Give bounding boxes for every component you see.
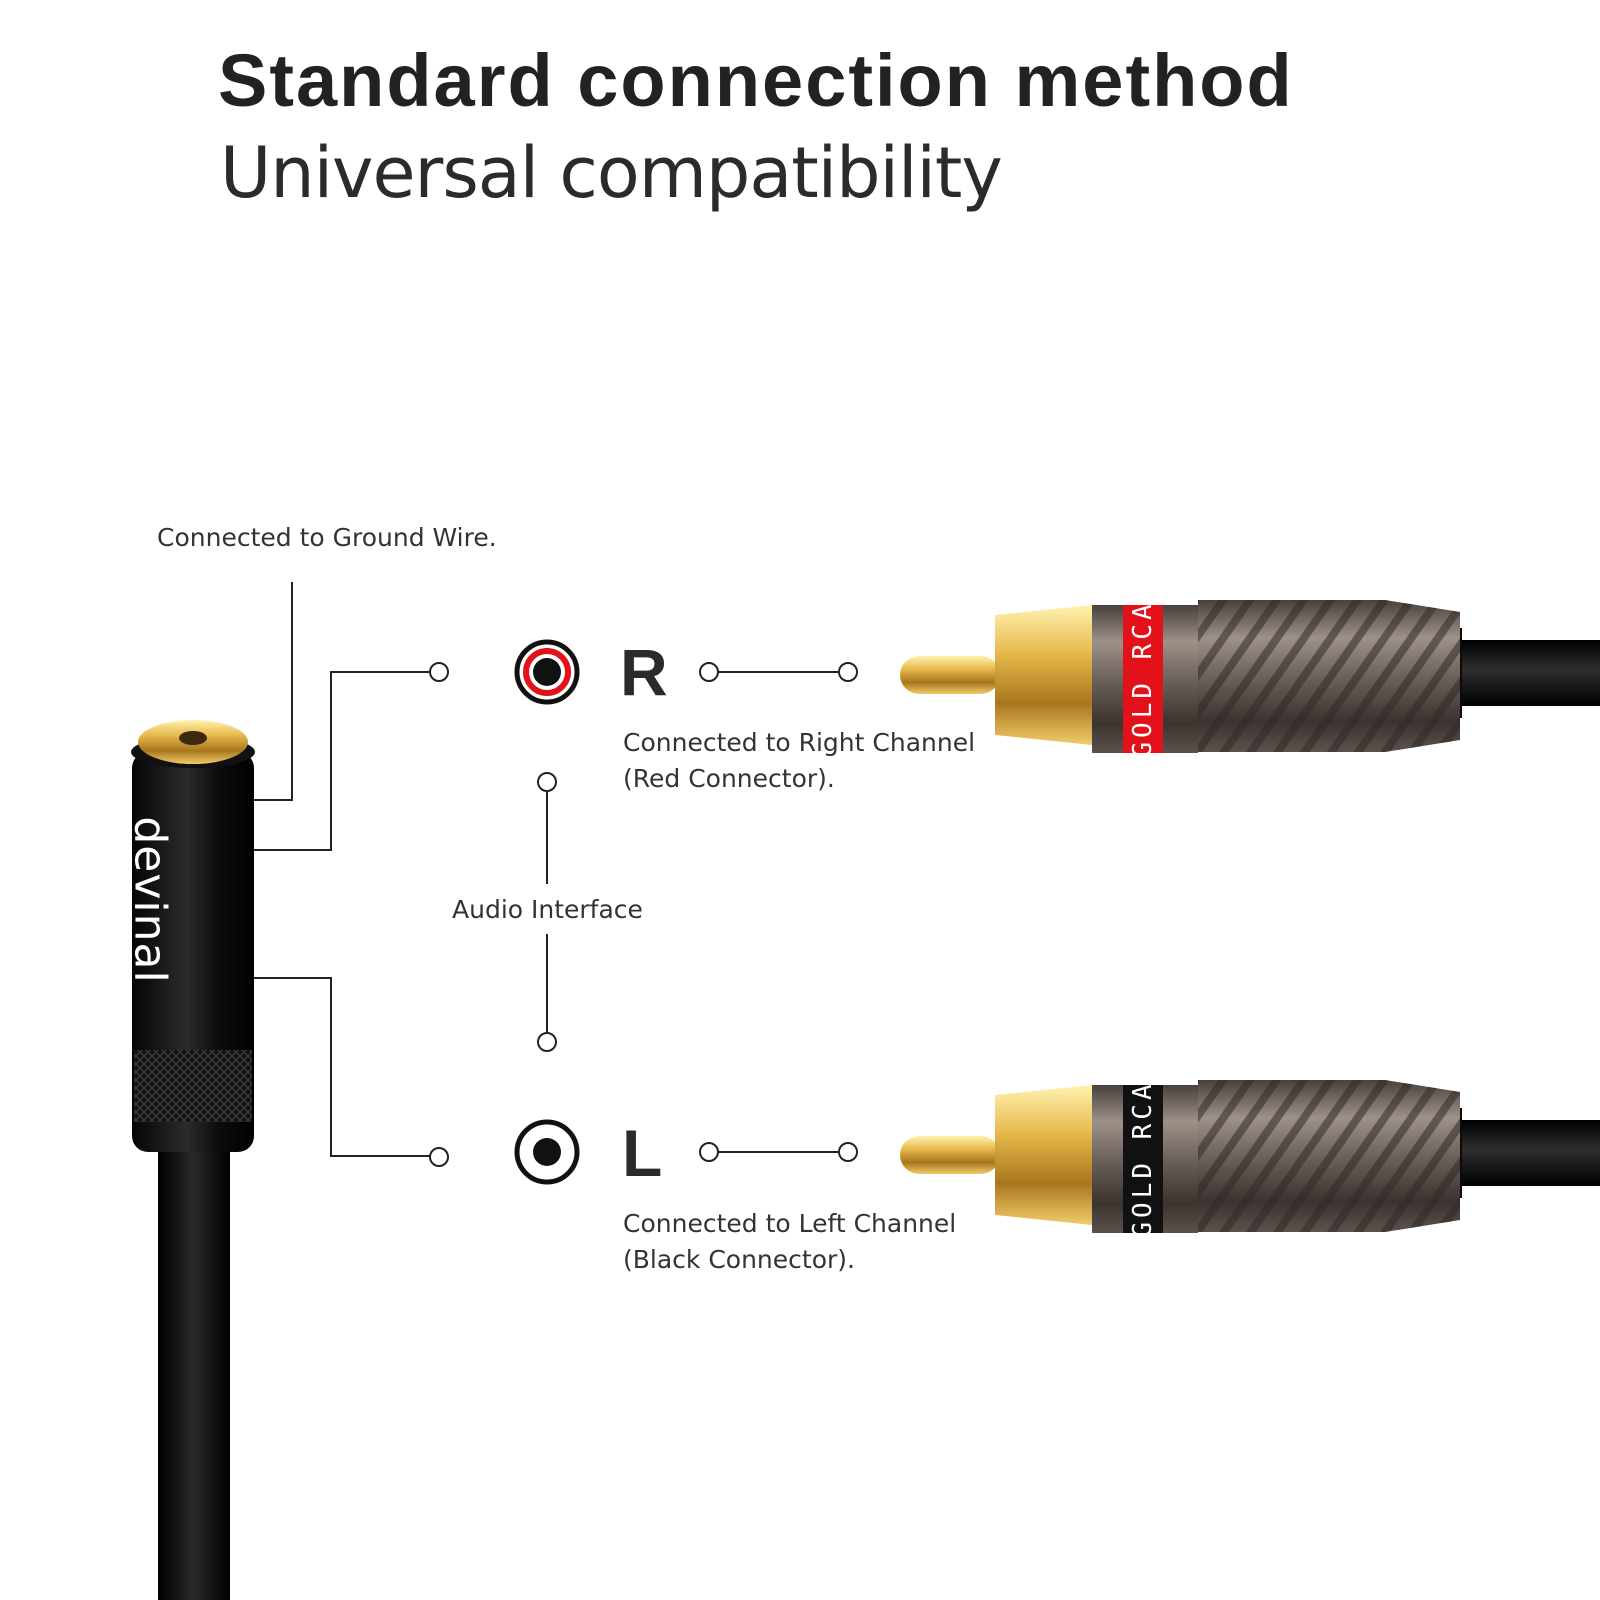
right-channel-letter: R	[620, 635, 668, 709]
brand-logo: devinal	[124, 816, 176, 984]
left-link-start-node	[699, 1142, 719, 1162]
rca-plug-right: GOLD RCA	[900, 600, 1600, 758]
left-channel-symbol	[514, 1119, 580, 1185]
ground-label: Connected to Ground Wire.	[157, 523, 497, 552]
leader-lines	[254, 582, 838, 1157]
left-link-end-node	[838, 1142, 858, 1162]
right-link-end-node	[838, 662, 858, 682]
rca-cable	[1440, 1120, 1600, 1186]
audio-top-node	[537, 772, 557, 792]
rca-plug-left: GOLD RCA	[900, 1080, 1600, 1238]
left-channel-letter: L	[622, 1116, 663, 1190]
left-channel-label-line1: Connected to Left Channel	[623, 1209, 957, 1238]
right-link-start-node	[699, 662, 719, 682]
rca-cable	[1440, 640, 1600, 706]
left-channel-label-line2: (Black Connector).	[623, 1245, 855, 1274]
rca-gold-sleeve	[995, 605, 1092, 745]
audio-interface-label: Audio Interface	[452, 895, 643, 924]
jack-socket-hole	[179, 731, 207, 745]
rca-pin	[900, 1136, 1000, 1174]
rca-gold-sleeve	[995, 1085, 1092, 1225]
rca-band-text: GOLD RCA	[1128, 600, 1158, 757]
right-leader-node	[429, 662, 449, 682]
rca-pin	[900, 656, 1000, 694]
rca-color-strip	[1123, 605, 1163, 753]
jack-cable	[158, 1140, 230, 1600]
ground-leader	[254, 582, 293, 801]
right-channel-label-line2: (Red Connector).	[623, 764, 835, 793]
left-leader-node	[429, 1147, 449, 1167]
female-jack	[131, 720, 255, 1600]
right-leader	[254, 671, 430, 851]
page-subtitle: Universal compatibility	[220, 132, 1003, 214]
rca-color-strip	[1123, 1085, 1163, 1233]
page-title: Standard connection method	[218, 39, 1294, 122]
left-leader	[254, 977, 430, 1157]
jack-knurl	[134, 1050, 252, 1122]
audio-bottom-node	[537, 1032, 557, 1052]
rca-band-text: GOLD RCA	[1128, 1080, 1158, 1237]
endpoint-nodes	[429, 662, 858, 1167]
right-channel-symbol	[514, 639, 580, 705]
right-channel-label-line1: Connected to Right Channel	[623, 728, 976, 757]
